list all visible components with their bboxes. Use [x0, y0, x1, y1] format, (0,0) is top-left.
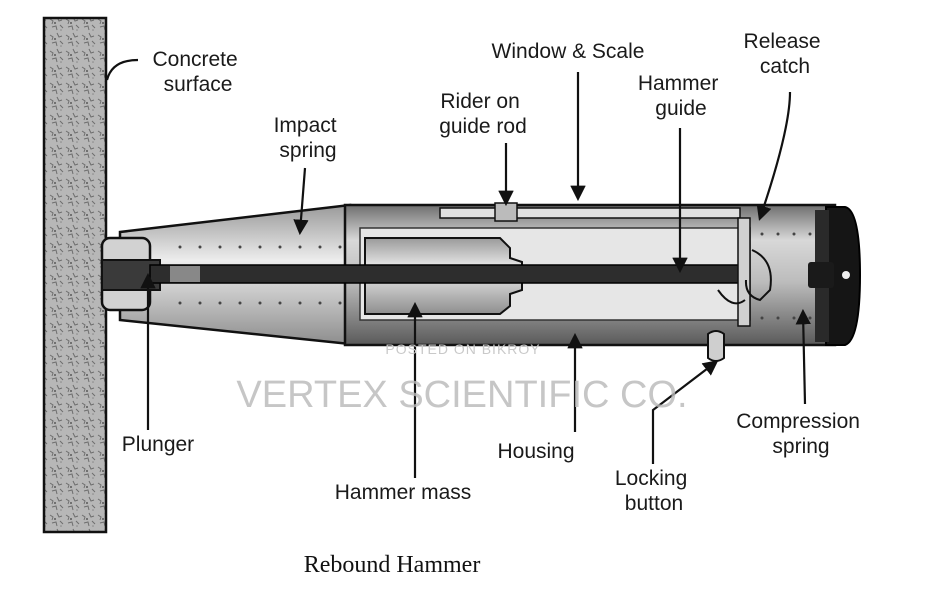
svg-text:Compression spring: Compression spring	[736, 410, 866, 458]
label-hammer-guide-l1: Hammer	[638, 72, 719, 95]
label-compression-spring-l2: spring	[772, 435, 829, 458]
label-release-catch-l1: Release	[744, 30, 821, 53]
label-locking-button-l1: Locking	[615, 467, 687, 490]
label-window-scale: Window & Scale	[492, 40, 645, 63]
concrete-surface-block	[42, 16, 108, 534]
svg-text:Housing: Housing	[497, 440, 574, 463]
watermark-small: POSTED ON BIKROY	[385, 341, 540, 357]
watermark-large: VERTEX SCIENTIFIC CO.	[236, 374, 687, 416]
svg-text:Rider on guide rod: Rider on guide rod	[439, 90, 527, 138]
rebound-hammer-body	[100, 202, 862, 362]
svg-text:Impact spring: Impact spring	[274, 114, 343, 162]
svg-text:Hammer mass: Hammer mass	[335, 481, 472, 504]
label-hammer-mass: Hammer mass	[335, 481, 472, 504]
svg-text:Locking button: Locking button	[615, 467, 693, 515]
label-release-catch-l2: catch	[760, 55, 810, 78]
label-plunger: Plunger	[122, 433, 194, 456]
leader-lines	[105, 58, 811, 478]
label-concrete-surface-l2: surface	[164, 73, 233, 96]
label-impact-spring-l1: Impact	[274, 114, 337, 137]
label-rider-l1: Rider on	[440, 90, 519, 113]
svg-text:Concrete surface: Concrete surface	[152, 48, 243, 96]
label-hammer-guide-l2: guide	[655, 97, 706, 120]
label-concrete-surface-l1: Concrete	[152, 48, 237, 71]
label-rider-l2: guide rod	[439, 115, 527, 138]
svg-text:Window & Scale: Window & Scale	[492, 40, 645, 63]
component-labels: Concrete surface Impact spring Rider on …	[122, 30, 866, 515]
svg-text:Hammer guide: Hammer guide	[638, 72, 724, 120]
label-impact-spring-l2: spring	[279, 139, 336, 162]
label-compression-spring-l1: Compression	[736, 410, 860, 433]
label-locking-button-l2: button	[625, 492, 683, 515]
svg-text:Release catch: Release catch	[744, 30, 827, 78]
svg-text:Plunger: Plunger	[122, 433, 194, 456]
label-housing: Housing	[497, 440, 574, 463]
diagram-caption: Rebound Hammer	[304, 552, 481, 578]
